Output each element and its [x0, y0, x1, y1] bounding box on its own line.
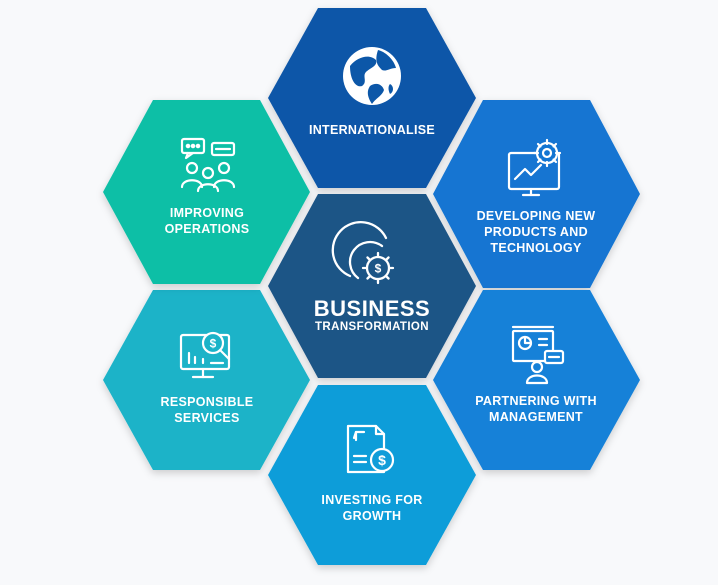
dollar-gear-icon: $: [331, 221, 395, 285]
hex-business-transformation: [268, 194, 476, 378]
label-improving-operations: IMPROVING OPERATIONS: [164, 206, 250, 236]
label-internationalise: INTERNATIONALISE: [308, 123, 436, 137]
hex-investing-for-growth: [268, 385, 476, 565]
presentation-icon: [511, 325, 565, 385]
globe-icon: [343, 47, 401, 105]
svg-text:$: $: [210, 337, 217, 351]
analytics-search-icon: $: [179, 331, 231, 379]
label-developing-new-products: DEVELOPING NEW PRODUCTS AND TECHNOLOGY: [476, 209, 596, 255]
label-investing-for-growth: INVESTING FOR GROWTH: [321, 493, 423, 523]
hex-improving-operations: [103, 100, 310, 284]
center-title: BUSINESS: [313, 296, 431, 321]
monitor-gear-icon: [507, 138, 562, 197]
svg-text:$: $: [375, 262, 382, 276]
team-chat-icon: [180, 137, 236, 193]
label-partnering-with-management: PARTNERING WITH MANAGEMENT: [475, 394, 597, 424]
label-responsible-services: RESPONSIBLE SERVICES: [160, 395, 254, 425]
svg-text:$: $: [378, 452, 386, 468]
center-subtitle: TRANSFORMATION: [315, 321, 429, 333]
hex-responsible-services: [103, 290, 310, 470]
dollar-document-icon: $: [346, 424, 395, 474]
